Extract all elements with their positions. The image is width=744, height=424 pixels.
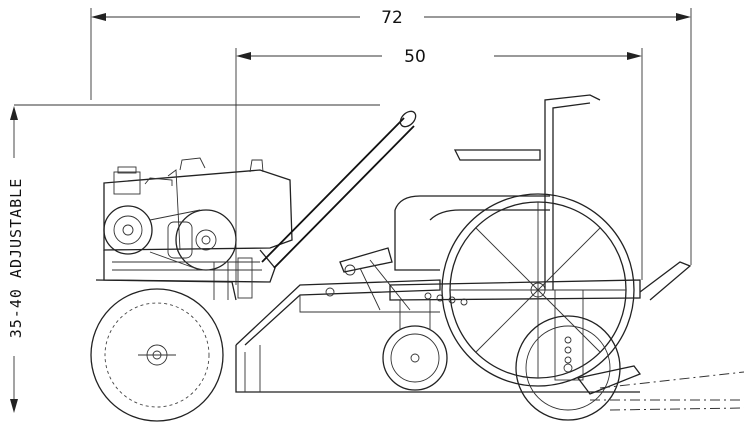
dimension-label-72: 72 — [381, 8, 403, 28]
tractor-unit — [90, 110, 417, 422]
platform-frame — [235, 247, 640, 393]
dimension-wheelbase: 50 — [235, 47, 643, 285]
wheelchair — [389, 94, 744, 421]
dimension-label-height: 35-40 ADJUSTABLE — [7, 178, 25, 339]
dimension-label-50: 50 — [404, 47, 426, 67]
dimension-overall-length: 72 — [90, 8, 692, 265]
dimension-height: 35-40 ADJUSTABLE — [7, 104, 380, 413]
